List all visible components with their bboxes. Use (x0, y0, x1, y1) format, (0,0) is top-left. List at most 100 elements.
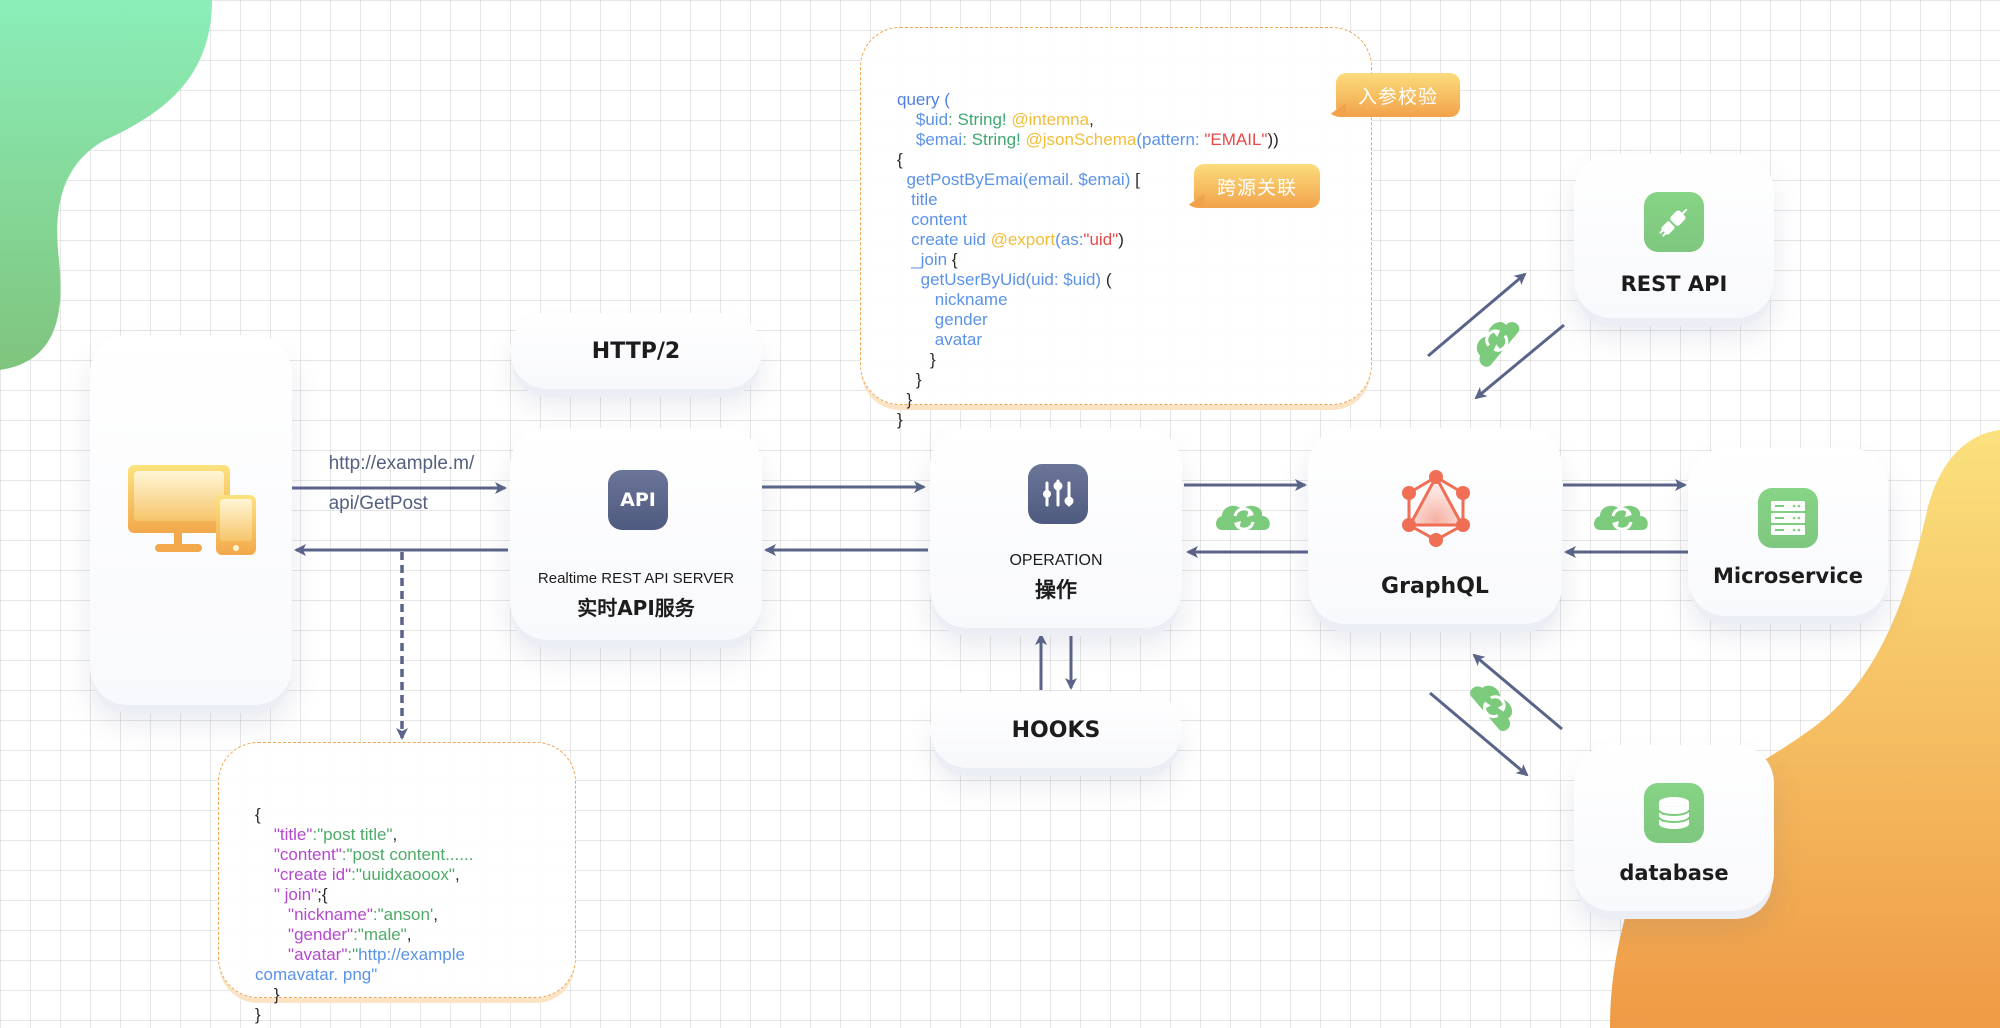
api-server-title-en: Realtime REST API SERVER (537, 570, 735, 587)
code-token: } (255, 1005, 261, 1024)
graphql-card[interactable]: GraphQL (1308, 428, 1562, 624)
code-token: "nickname" (255, 905, 373, 924)
hooks-node[interactable]: HOOKS (930, 692, 1182, 768)
sliders-icon (1028, 464, 1088, 524)
code-token: { (255, 805, 261, 824)
arrow-graphql-to-rest (1427, 272, 1527, 358)
input-validation-tag: 入参校验 (1336, 73, 1460, 117)
query-code-line: getUserByUid(uid: $uid) ( (897, 270, 1371, 290)
request-url-line2: api/GetPost (328, 493, 428, 514)
database-icon (1644, 783, 1704, 843)
json-code-line: } (255, 1005, 575, 1025)
database-card[interactable]: database (1574, 745, 1774, 911)
background-blob-green (0, 0, 212, 370)
query-code-line: } (897, 370, 1371, 390)
code-token: ( (1105, 270, 1112, 289)
response-json-lines: { "title":"post title", "content":"post … (255, 805, 575, 1025)
json-code-line: "title":"post title", (255, 825, 575, 845)
code-token: getPostByEmai(email. $emai) (897, 170, 1136, 189)
microservice-card[interactable]: Microservice (1688, 448, 1888, 616)
query-code-line: gender (897, 310, 1371, 330)
plug-icon (1644, 192, 1704, 252)
request-url-label: http://example.m/ api/GetPost (318, 434, 475, 514)
code-token: "avatar" (255, 945, 348, 964)
arrow-database-to-graphql (1472, 653, 1563, 731)
devices-icon (128, 465, 256, 555)
query-code-line: } (897, 350, 1371, 370)
operation-card[interactable]: OPERATION 操作 (930, 428, 1182, 628)
code-token: :"uuidxaooox" (351, 865, 455, 884)
query-code-lines: query ( $uid: String! @intemna, $emai: S… (897, 90, 1371, 430)
http2-label: HTTP/2 (591, 338, 681, 364)
code-token: } (255, 985, 280, 1004)
http2-node[interactable]: HTTP/2 (510, 313, 762, 389)
json-code-line: "content":"post content...... (255, 845, 575, 865)
operation-title-en: OPERATION (1009, 552, 1103, 569)
json-code-line: "avatar":"http://example (255, 945, 575, 965)
code-token: :"male" (353, 925, 407, 944)
code-token: [ (1135, 170, 1140, 189)
sync-cloud-icon (1466, 675, 1523, 735)
query-code-line: create uid @export(as:"uid") (897, 230, 1371, 250)
sync-cloud-icon (1467, 310, 1524, 371)
code-token: , (1089, 110, 1094, 129)
query-code-line: avatar (897, 330, 1371, 350)
code-token: { (897, 150, 903, 169)
sync-cloud-icon (1592, 504, 1650, 532)
arrow-rest-to-graphql (1474, 323, 1565, 400)
json-code-line: "gender":"male", (255, 925, 575, 945)
code-token: (uid: $uid) (1025, 270, 1106, 289)
code-token: } (897, 390, 913, 409)
code-token: , (433, 905, 438, 924)
code-token: } (897, 370, 922, 389)
code-token: "gender" (255, 925, 354, 944)
query-code-line: $emai: String! @jsonSchema(pattern: "EMA… (897, 130, 1371, 150)
hooks-label: HOOKS (1011, 717, 1101, 743)
query-code-line: title (897, 190, 1371, 210)
graphql-title: GraphQL (1381, 574, 1489, 599)
code-token: nickname (897, 290, 1008, 309)
query-code-line: } (897, 390, 1371, 410)
code-token: http://example (358, 945, 465, 964)
code-token: @intemna (1011, 110, 1090, 129)
code-token: @export (990, 230, 1056, 249)
api-server-title-zh: 实时API服务 (577, 596, 695, 620)
code-token: $uid (897, 110, 949, 129)
operation-title-zh: 操作 (1035, 578, 1077, 602)
code-token: "create id" (255, 865, 352, 884)
api-icon: API (608, 470, 668, 530)
query-code-line: { (897, 150, 1371, 170)
server-icon (1758, 488, 1818, 548)
api-server-card[interactable]: API Realtime REST API SERVER 实时API服务 (510, 428, 762, 640)
json-code-line: " join";{ (255, 885, 575, 905)
client-card[interactable] (90, 335, 292, 705)
code-token: _join (897, 250, 952, 269)
code-token: " join" (255, 885, 318, 904)
sync-cloud-icon (1214, 504, 1272, 532)
code-token: : String! (962, 130, 1026, 149)
code-token: getUserByUid (897, 270, 1026, 289)
query-code-line: $uid: String! @intemna, (897, 110, 1371, 130)
database-title: database (1619, 861, 1729, 885)
rest-api-card[interactable]: REST API (1574, 154, 1774, 318)
code-token: avatar (897, 330, 983, 349)
code-token: @jsonSchema (1025, 130, 1137, 149)
code-token: , (454, 865, 460, 884)
code-token: :"anson' (372, 905, 434, 924)
query-code-line: query ( (897, 90, 1371, 110)
query-code-line: getPostByEmai(email. $emai) [ (897, 170, 1371, 190)
query-code-line: nickname (897, 290, 1371, 310)
code-token: "EMAIL" (1204, 130, 1268, 149)
json-code-line: { (255, 805, 575, 825)
microservice-title: Microservice (1712, 564, 1863, 588)
code-token: ) (1118, 230, 1124, 249)
response-json-block: { "title":"post title", "content":"post … (218, 742, 576, 1024)
code-token: : String! (948, 110, 1012, 129)
code-token: query ( (897, 90, 950, 109)
query-code-line: _join { (897, 250, 1371, 270)
code-token: $emai (897, 130, 963, 149)
code-token: :"post content...... (341, 845, 474, 864)
code-token: "uid" (1083, 230, 1119, 249)
code-token: ;{ (317, 885, 328, 904)
